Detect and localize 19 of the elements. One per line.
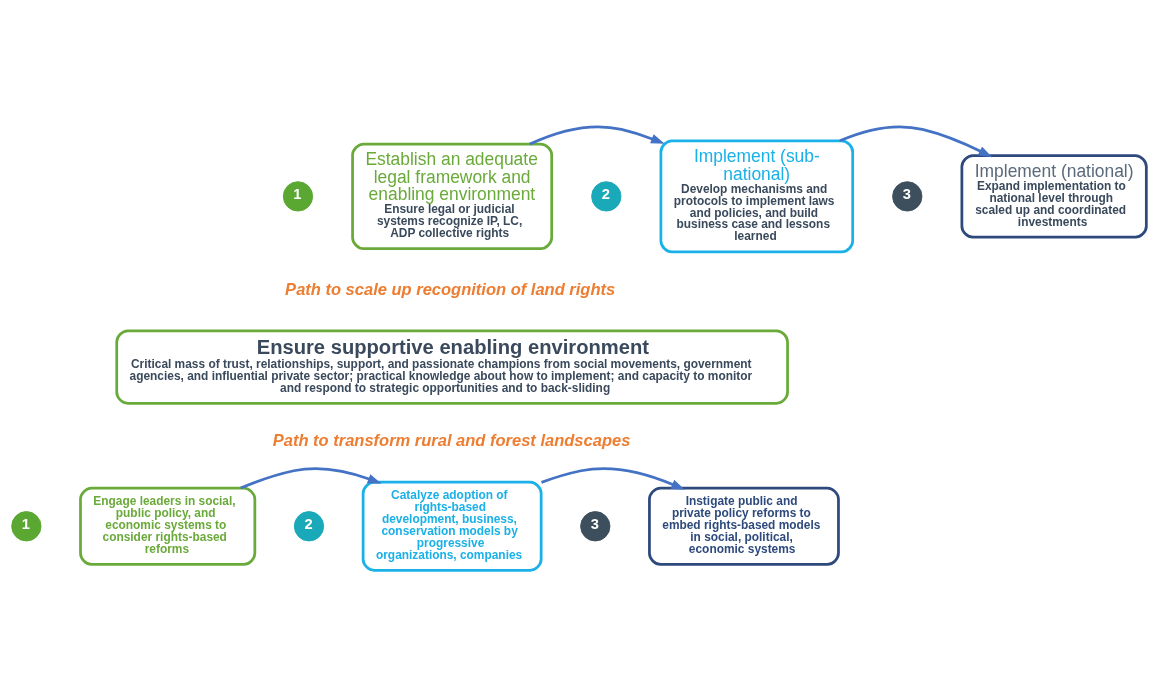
arrow: [541, 467, 685, 490]
label: Path to scale up recognition of land rights: [285, 279, 616, 298]
node-circle: 2: [591, 181, 622, 212]
label: Path to transform rural and forest landscapes: [272, 430, 631, 449]
node-box: Instigate public and private policy reforms to embed rights-based models in social, political, economic systems: [648, 486, 840, 566]
node-box: Implement (sub-national) Develop mechanisms and protocols to implement laws and policies, and build business case and lessons learned: [659, 139, 855, 254]
node-circle: 1: [282, 181, 314, 212]
node-circle: 1: [11, 511, 42, 542]
node-box: Implement (national) Expand implementation to national level through scaled up and coordinated investments: [960, 154, 1148, 239]
node-box: Catalyze adoption of rights-based development, business, conservation models by progressive organizations, companies: [361, 480, 543, 572]
node-circle: 3: [580, 511, 611, 542]
node-circle: 2: [293, 511, 325, 542]
node-box: Engage leaders in social, public policy, and economic systems to consider rights-based reforms: [79, 486, 257, 566]
node-circle: 3: [892, 181, 923, 212]
arrow: [529, 125, 665, 146]
node-box: Establish an adequate legal framework and enabling environment Ensure legal or judicial systems recognize IP, LC, ADP collective rights: [351, 142, 554, 251]
arrow: [839, 125, 993, 158]
node-box: Ensure supportive enabling environment Critical mass of trust, relationships, support, and passionate champions from social movements, government agencies, and influential private sector; practical knowledge about how to implement; and capacity to monitor and respond to strategic opportunities and to back-sliding: [115, 329, 789, 405]
arrow: [240, 467, 382, 490]
